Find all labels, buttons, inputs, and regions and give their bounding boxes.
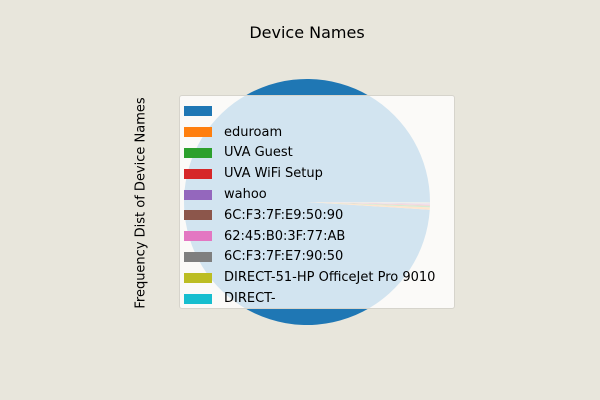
- legend-entry: DIRECT-51-HP OfficeJet Pro 9010: [184, 267, 454, 288]
- legend-label: 6C:F3:7F:E7:90:50: [224, 249, 344, 265]
- legend-label: UVA Guest: [224, 145, 293, 161]
- legend-entry: DIRECT-: [184, 288, 454, 309]
- legend-entry: [184, 101, 454, 122]
- legend-label: eduroam: [224, 124, 283, 140]
- y-axis-label: Frequency Dist of Device Names: [133, 97, 149, 309]
- legend-entry: wahoo: [184, 184, 454, 205]
- legend-entry: eduroam: [184, 122, 454, 143]
- legend-entry: 6C:F3:7F:E9:50:90: [184, 205, 454, 226]
- legend-swatch: [184, 127, 212, 138]
- legend-label: DIRECT-51-HP OfficeJet Pro 9010: [224, 270, 436, 286]
- legend-swatch: [184, 251, 212, 262]
- legend-entry: 62:45:B0:3F:77:AB: [184, 226, 454, 247]
- legend-swatch: [184, 106, 212, 117]
- legend-swatch: [184, 147, 212, 158]
- legend-swatch: [184, 210, 212, 221]
- legend-label: 6C:F3:7F:E9:50:90: [224, 207, 344, 223]
- legend-entry: UVA Guest: [184, 143, 454, 164]
- legend-swatch: [184, 231, 212, 242]
- legend-swatch: [184, 189, 212, 200]
- legend-entry: 6C:F3:7F:E7:90:50: [184, 247, 454, 268]
- chart-title: Device Names: [249, 23, 365, 42]
- legend-swatch: [184, 168, 212, 179]
- legend-swatch: [184, 293, 212, 304]
- legend-entry: UVA WiFi Setup: [184, 163, 454, 184]
- legend-label: UVA WiFi Setup: [224, 166, 323, 182]
- legend-label: 62:45:B0:3F:77:AB: [224, 228, 346, 244]
- legend-swatch: [184, 272, 212, 283]
- legend-label: wahoo: [224, 187, 267, 203]
- legend-label: DIRECT-: [224, 291, 276, 307]
